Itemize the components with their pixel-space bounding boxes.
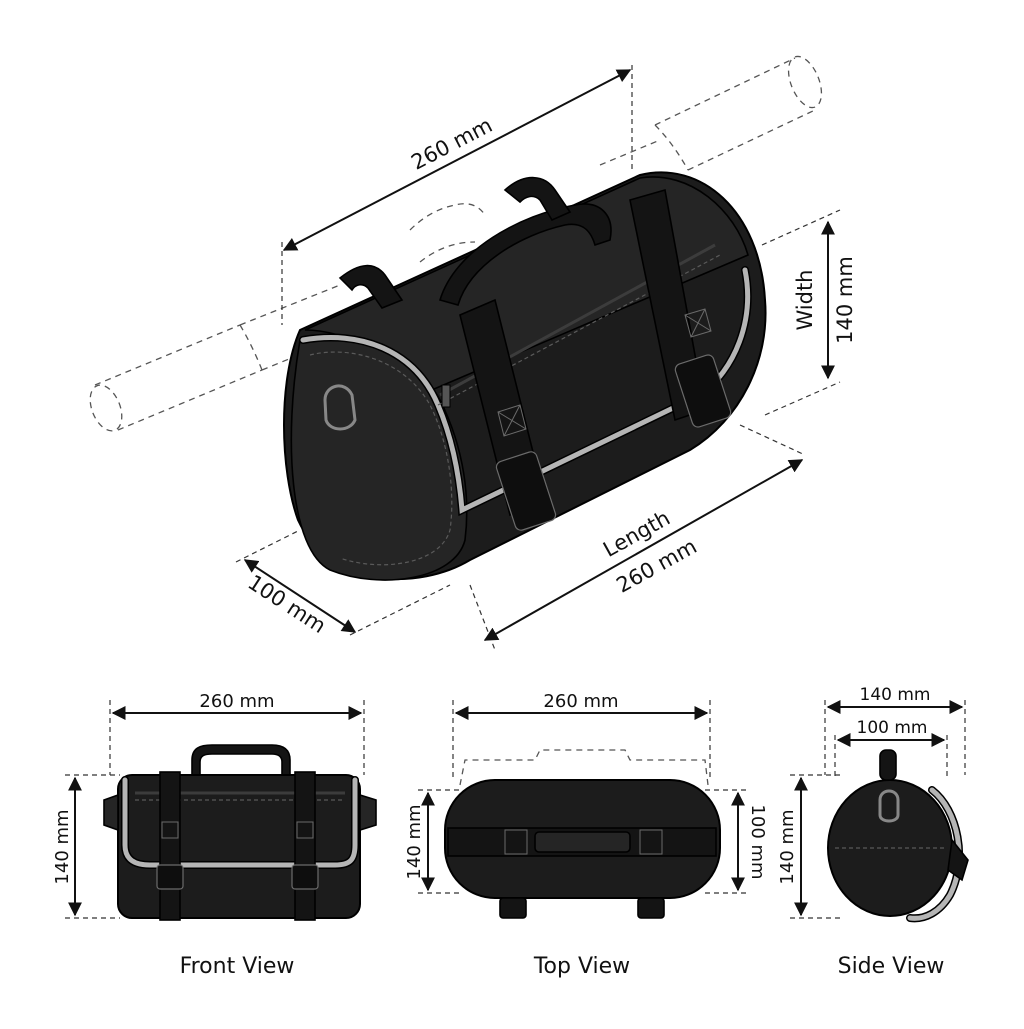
front-height-label: 140 mm bbox=[52, 809, 73, 884]
front-handle bbox=[191, 744, 291, 777]
width-value: 140 mm bbox=[833, 256, 857, 344]
d-ring-icon bbox=[878, 789, 900, 823]
bag-body bbox=[283, 171, 767, 581]
top-height-label-right: 100 mm bbox=[747, 804, 768, 879]
side-view-caption: Side View bbox=[838, 954, 945, 979]
front-width-label: 260 mm bbox=[199, 691, 274, 712]
side-view: 140 mm 100 mm 140 mm Side View bbox=[777, 685, 969, 979]
buckle-icon bbox=[291, 864, 319, 890]
buckle-icon bbox=[674, 354, 732, 428]
top-width-label: 260 mm bbox=[543, 691, 618, 712]
front-view-caption: Front View bbox=[180, 954, 295, 979]
top-view: 260 mm 140 mm 100 mm Top View bbox=[404, 691, 768, 979]
width-label: Width bbox=[793, 269, 817, 330]
front-view: 260 mm 140 mm Front View bbox=[52, 691, 377, 979]
top-height-label-left: 140 mm bbox=[404, 804, 425, 879]
main-isometric-view: 260 mm Width 140 mm Length 260 mm 100 mm bbox=[89, 55, 857, 651]
zipper-pull-icon bbox=[441, 384, 451, 408]
depth-label: 100 mm bbox=[244, 570, 331, 638]
side-outer-width-label: 140 mm bbox=[860, 685, 931, 705]
buckle-icon bbox=[156, 864, 184, 890]
top-length-label: 260 mm bbox=[407, 113, 496, 175]
top-view-caption: Top View bbox=[533, 954, 630, 979]
side-height-label: 140 mm bbox=[777, 809, 798, 884]
d-ring-icon bbox=[323, 384, 357, 431]
dim-width: Width 140 mm bbox=[761, 209, 857, 416]
mount-strap-left bbox=[338, 264, 404, 309]
mount-strap-right bbox=[503, 176, 572, 222]
side-inner-width-label: 100 mm bbox=[857, 718, 928, 738]
